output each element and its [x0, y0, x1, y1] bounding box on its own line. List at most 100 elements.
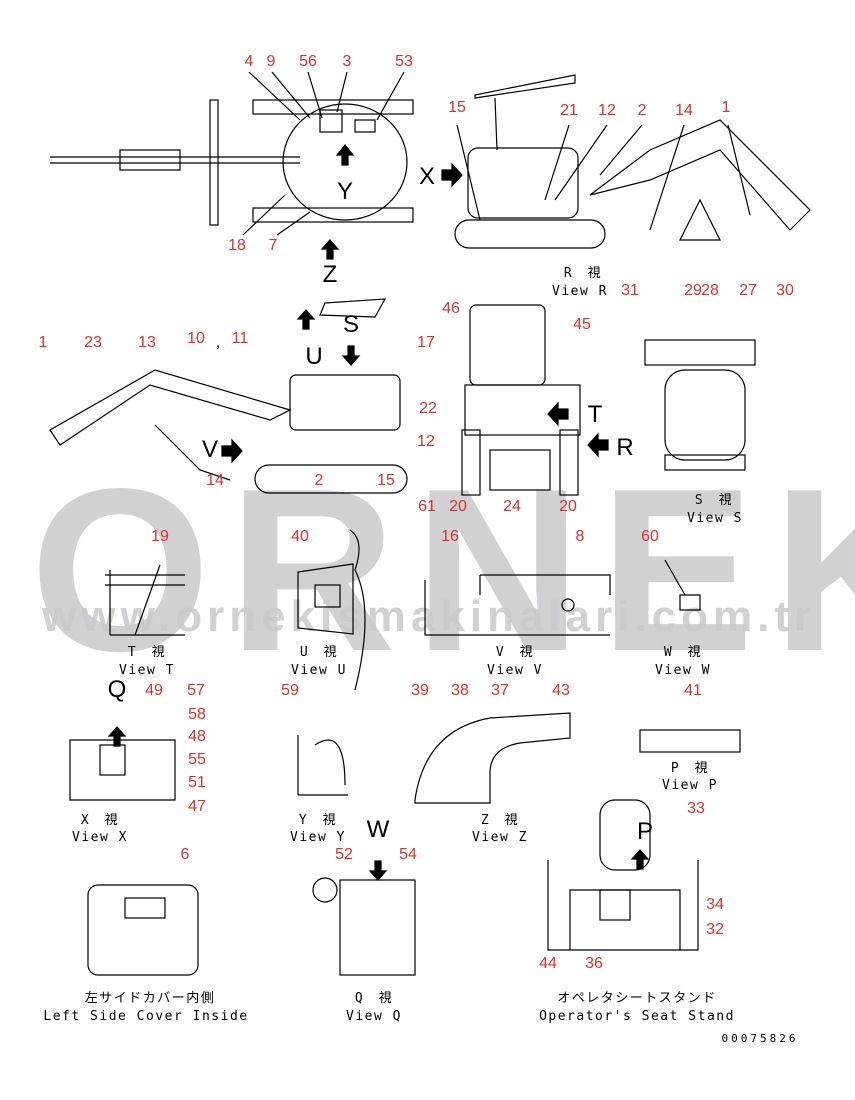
- callout: 12: [417, 433, 435, 450]
- view-v-caption: View V: [487, 663, 543, 678]
- callout: 2: [314, 472, 324, 489]
- arrow-letter-x: X: [418, 163, 436, 190]
- callout: 38: [451, 682, 469, 699]
- side-view-l-drawing: [49, 298, 408, 494]
- arrow-letter-y: Y: [336, 178, 354, 205]
- callout: 52: [335, 846, 353, 863]
- callout: 47: [188, 798, 206, 815]
- callout: 10: [187, 330, 205, 347]
- callout: 37: [491, 682, 509, 699]
- callout: 49: [145, 682, 163, 699]
- view-x-caption: View X: [72, 830, 128, 845]
- view-z-caption-jp: Z 視: [480, 813, 520, 828]
- arrow-letter-r: R: [616, 434, 634, 461]
- callout: 44: [539, 955, 557, 972]
- callout: 16: [441, 528, 459, 545]
- callout: 59: [281, 682, 299, 699]
- callout: 34: [706, 896, 724, 913]
- seat-caption-jp: オペレタシートスタンド: [557, 991, 717, 1006]
- view-p-caption: View P: [662, 778, 718, 793]
- callout: 46: [442, 300, 460, 317]
- view-u-caption: View U: [291, 663, 347, 678]
- view-w-caption: View W: [655, 663, 711, 678]
- view-v-caption-jp: V 視: [495, 645, 535, 660]
- watermark-brand: ORNEK: [30, 441, 855, 700]
- view-t-caption-jp: T 視: [127, 645, 167, 660]
- callout: 14: [206, 472, 224, 489]
- arrow-letter-t: T: [587, 401, 603, 428]
- callout: 21: [560, 102, 578, 119]
- plan-view-drawing: [50, 71, 463, 260]
- view-p-caption-jp: P 視: [670, 761, 710, 776]
- callout: 6: [180, 846, 190, 863]
- callout: 48: [188, 728, 206, 745]
- callout: 56: [299, 53, 317, 70]
- callout: 55: [188, 751, 206, 768]
- callout: 15: [377, 472, 395, 489]
- view-q-caption: View Q: [346, 1009, 402, 1024]
- view-s-caption-jp: S 視: [694, 493, 734, 508]
- seat-caption: Operator's Seat Stand: [539, 1009, 735, 1024]
- callout: 41: [684, 682, 702, 699]
- callout: 18: [228, 237, 246, 254]
- arrow-letter-u: U: [305, 343, 323, 370]
- callout: 39: [411, 682, 429, 699]
- view-w-caption-jp: W 視: [663, 645, 703, 660]
- callout: 11: [231, 330, 249, 347]
- view-t-caption: View T: [119, 663, 175, 678]
- arrow-letter-z: Z: [322, 261, 338, 288]
- view-u-caption-jp: U 視: [299, 645, 339, 660]
- callout: 61: [418, 498, 436, 515]
- callout: 9: [266, 53, 276, 70]
- front-view-drawing: [461, 304, 609, 496]
- cover-caption: Left Side Cover Inside: [43, 1009, 249, 1024]
- cover-caption-jp: 左サイドカバー内側: [84, 991, 216, 1006]
- callout: 23: [84, 334, 102, 351]
- callout: 1: [721, 99, 731, 116]
- callout: 53: [395, 53, 413, 70]
- arrow-letter-s: S: [342, 311, 360, 338]
- callout: 43: [552, 682, 570, 699]
- view-r-caption-jp: R 視: [563, 266, 603, 281]
- callout: 29: [684, 282, 702, 299]
- lower-views-drawing: [69, 712, 741, 976]
- view-z-caption: View Z: [472, 830, 528, 845]
- callout: 17: [417, 334, 435, 351]
- callout: 3: [342, 53, 352, 70]
- callout: 14: [675, 102, 693, 119]
- callout: 28: [701, 282, 719, 299]
- side-view-r-drawing: [454, 74, 811, 249]
- callout: 58: [188, 706, 206, 723]
- view-q-caption-jp: Q 視: [354, 991, 394, 1006]
- view-y-caption: View Y: [290, 830, 346, 845]
- callout: 57: [187, 682, 205, 699]
- callout: 24: [503, 498, 521, 515]
- arrow-letter-v: V: [201, 436, 219, 463]
- callout: 15: [448, 99, 466, 116]
- callout: ,: [215, 334, 221, 351]
- callout: 32: [706, 921, 724, 938]
- callout: 4: [244, 53, 254, 70]
- callout: 19: [151, 528, 169, 545]
- callout: 20: [449, 498, 467, 515]
- callout: 54: [399, 846, 417, 863]
- view-x-caption-jp: X 視: [80, 813, 120, 828]
- view-y-caption-jp: Y 視: [298, 813, 338, 828]
- row-views-drawing: [105, 529, 701, 691]
- callout: 27: [739, 282, 757, 299]
- arrow-letter-q: Q: [107, 676, 127, 703]
- arrow-letter-p: P: [636, 818, 654, 845]
- callout: 33: [687, 800, 705, 817]
- arrow-letter-w: W: [366, 816, 390, 843]
- callout: 22: [419, 400, 437, 417]
- callout: 2: [637, 102, 647, 119]
- view-s-drawing: [644, 339, 756, 471]
- watermark-url: www.ornekismakinalari.com.tr: [42, 592, 817, 641]
- callout: 20: [559, 498, 577, 515]
- callout: 8: [575, 528, 585, 545]
- callout: 45: [573, 316, 591, 333]
- callout: 12: [598, 102, 616, 119]
- callout: 7: [268, 237, 278, 254]
